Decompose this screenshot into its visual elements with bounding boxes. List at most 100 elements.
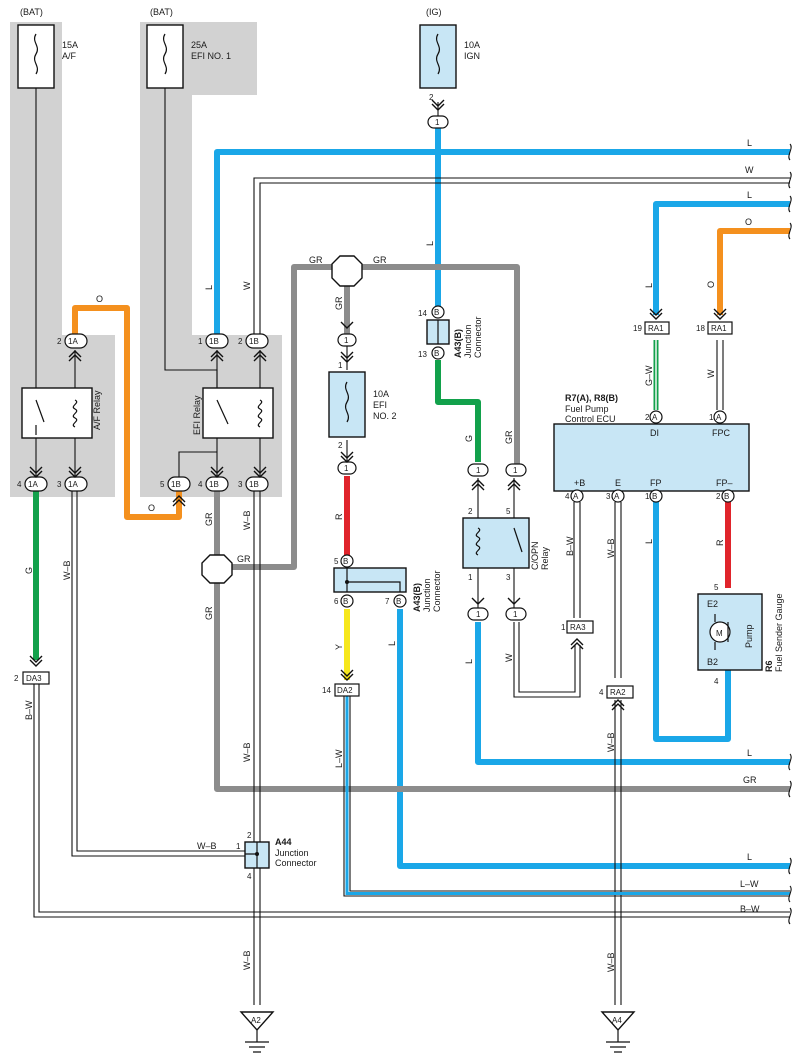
wire-label: W [242,281,252,290]
code-ra1: RA1 [711,324,727,333]
fuel-pump-ecu [553,423,750,492]
pin-number: 5 [334,557,339,566]
bat2-label: (BAT) [150,7,173,17]
pin-number: 1 [476,466,481,475]
wire-label: R [334,513,344,520]
wire-label: W–B [606,952,616,972]
gauge-name: Fuel Sender Gauge [774,593,784,672]
wire-label: W–B [242,742,252,762]
wire-label: L [425,241,435,246]
copn-relay-line2: Relay [540,546,550,570]
pin-number: 3 [506,573,511,582]
wire-label: G [24,567,34,574]
pin-numbers: 2 1 2 1 2 4 3 5 4 3 1 1 2 1 14 13 5 6 7 … [14,93,721,881]
wire-label: O [96,294,103,304]
pin-number: 7 [385,597,390,606]
code-a: A [652,413,658,422]
pin-number: 4 [714,677,719,686]
fuse-efi2-name: EFI [373,400,387,410]
pin-number: 3 [606,492,611,501]
gauge-e2: E2 [707,599,718,609]
wire-label: GR [334,296,344,310]
code-da3: DA3 [26,674,42,683]
ecu-fpminus: FP– [716,478,733,488]
wire-label: L [387,641,397,646]
fuse-ign [419,24,457,89]
wire-label: L [747,138,752,148]
ecu-e: E [615,478,621,488]
ecu-fpc: FPC [712,428,731,438]
pin-number: 3 [238,480,243,489]
wire-label: W–B [606,732,616,752]
pin-number: 19 [633,324,642,333]
blue-wires [214,128,790,869]
wire-label: W [745,165,754,175]
wire-label: W–B [606,538,616,558]
wire-label: GR [237,554,251,564]
ground-a2 [239,1011,275,1053]
a44-id: A44 [275,837,292,847]
code-1b: 1B [249,337,259,346]
code-ra1: RA1 [648,324,664,333]
wire-label: L–W [740,879,759,889]
efi-relay-label: EFI Relay [192,395,202,435]
wire-label: O [148,503,155,513]
orange-wires [72,228,790,520]
pin-number: 2 [338,441,343,450]
wire-label: L [644,283,654,288]
code-ra2: RA2 [610,688,626,697]
code-1a: 1A [68,480,78,489]
code-b: B [724,492,729,501]
junction-a43-top [426,319,450,345]
fuse-af-name: A/F [62,51,77,61]
ecu-line2: Control ECU [565,414,616,424]
wire-label: O [745,217,752,227]
wire-label: L [644,539,654,544]
wire-label: R [715,539,725,546]
a43-mid-line1: Junction [422,578,432,612]
pin-number: 5 [160,480,165,489]
junction-a43-mid [333,567,407,593]
wire-label: Y [334,644,344,650]
fuse-ign-name: IGN [464,51,480,61]
wire-label: G–W [644,365,654,386]
af-relay-label: A/F Relay [92,390,102,430]
wire-label: L [204,285,214,290]
fuse-efi1-name: EFI NO. 1 [191,51,231,61]
pin-number: 1 [236,842,241,851]
wire-label: B–W [24,700,34,720]
fuse-af [17,24,55,89]
code-b: B [434,308,439,317]
pin-number: 18 [696,324,705,333]
pin-number: 1 [198,337,203,346]
pin-number: 1 [344,336,349,345]
pin-number: 2 [238,337,243,346]
wire-label: L [747,748,752,758]
code-b: B [343,597,348,606]
copn-relay [462,517,530,569]
pin-number: 1 [344,464,349,473]
ecu-fp: FP [650,478,662,488]
code-a2: A2 [251,1016,261,1025]
wire-label: GR [204,512,214,526]
pin-number: 2 [247,831,252,840]
code-1a: 1A [68,337,78,346]
pin-ovals [24,115,735,621]
wire-label: O [706,281,716,288]
ecu-plusb: +B [574,478,585,488]
pin-number: 14 [418,309,427,318]
pin-number: 2 [57,337,62,346]
wire-label: GR [743,775,757,785]
wire-label: GR [504,430,514,444]
wire-label: L [464,659,474,664]
pin-number: 1 [513,466,518,475]
code-b: B [343,557,348,566]
fuse-efi1-amp: 25A [191,40,207,50]
ecu-line1: Fuel Pump [565,404,609,414]
pin-number: 2 [716,492,721,501]
pin-number: 1 [645,492,650,501]
pin-number: 1 [561,623,566,632]
green-wires [33,360,481,660]
ground-a4 [600,1011,636,1053]
